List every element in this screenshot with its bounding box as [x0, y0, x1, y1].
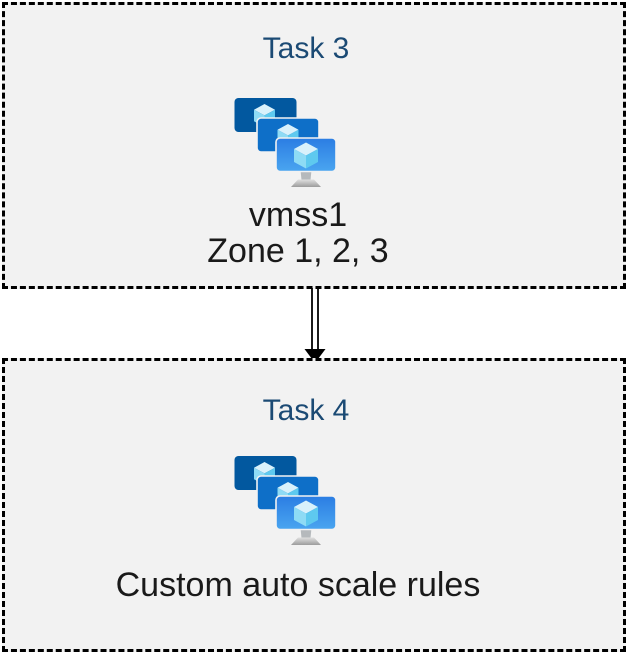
- zone-label: Zone 1, 2, 3: [207, 232, 389, 270]
- autoscale-rules-label: Custom auto scale rules: [115, 566, 481, 604]
- vm-scale-set-icon: [234, 456, 337, 545]
- vmss-name-label: vmss1: [248, 196, 348, 234]
- task-4-box: Task 4: [2, 358, 626, 652]
- task-3-box: Task 3: [2, 2, 626, 289]
- down-arrow-connector: [304, 288, 326, 363]
- task-4-title: Task 4: [262, 394, 350, 427]
- vm-scale-set-icon: [234, 98, 337, 187]
- task-3-title: Task 3: [262, 32, 350, 65]
